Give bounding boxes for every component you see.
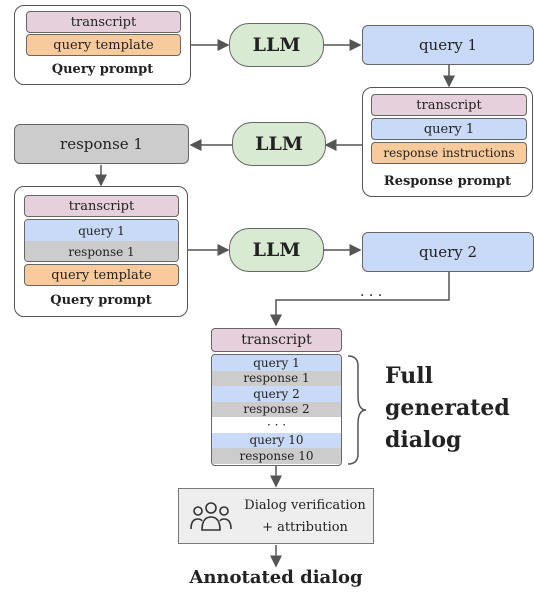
verification-box — [178, 488, 374, 544]
prompt2-response: response 1 — [25, 241, 178, 261]
dialog-brace — [347, 355, 367, 465]
dialog-label-line-3: dialog — [385, 427, 462, 453]
prompt1-transcript: transcript — [26, 11, 181, 33]
dialog-label: Full generated dialog — [385, 360, 525, 456]
prompt1-label: Query prompt — [51, 62, 154, 77]
dialog-transcript: transcript — [211, 328, 342, 352]
annotated-dialog-label: Annotated dialog — [189, 567, 363, 588]
prompt1-template: query template — [26, 34, 181, 56]
query-2-node: query 2 — [362, 232, 534, 272]
arrow-to-dialog — [270, 272, 450, 327]
llm-node-2: LLM — [232, 122, 326, 166]
dialog-row-query-2: query 2 — [212, 386, 341, 402]
dialog-stack: query 1 response 1 query 2 response 2 · … — [211, 354, 342, 466]
verification-line-2: + attribution — [262, 520, 348, 535]
dialog-row-response-1: response 1 — [212, 370, 341, 386]
people-icon — [190, 502, 232, 531]
response-1-node: response 1 — [14, 124, 189, 164]
dialog-label-line-1: Full — [385, 363, 433, 389]
dialog-row-response-2: response 2 — [212, 401, 341, 417]
dialog-row-query-10: query 10 — [212, 432, 341, 448]
query-1-node: query 1 — [362, 25, 534, 65]
continuation-ellipsis: · · · — [360, 288, 383, 304]
response-prompt-label: Response prompt — [383, 174, 512, 189]
verification-line-1: Dialog verification — [244, 498, 366, 513]
verification-text: Dialog verification + attribution — [238, 495, 372, 539]
llm-node-3: LLM — [229, 228, 324, 272]
prompt2-transcript: transcript — [24, 195, 179, 217]
dialog-row-query-1: query 1 — [212, 355, 341, 371]
dialog-row-response-10: response 10 — [212, 448, 341, 464]
response-prompt-query: query 1 — [371, 118, 527, 140]
dialog-row-ellipsis: · · · — [212, 417, 341, 433]
response-prompt-instructions: response instructions — [371, 142, 527, 164]
prompt2-dialog-stack: query 1 response 1 — [24, 219, 179, 262]
dialog-label-line-2: generated — [385, 395, 510, 421]
prompt2-query: query 1 — [25, 220, 178, 241]
llm-node-1: LLM — [229, 23, 324, 67]
prompt2-template: query template — [24, 264, 179, 286]
prompt2-label: Query prompt — [50, 293, 152, 308]
response-prompt-transcript: transcript — [371, 94, 527, 116]
